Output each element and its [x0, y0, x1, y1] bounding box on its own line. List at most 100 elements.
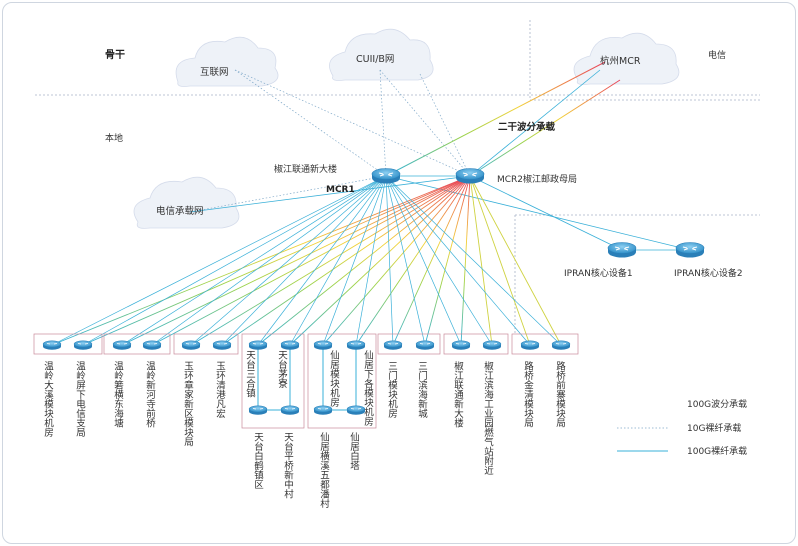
site-label-s17: 椒江联通新大楼 [452, 361, 463, 428]
links-10g [189, 69, 471, 213]
mcr2-label: MCR2椒江邮政母局 [497, 173, 577, 185]
site-router-s3[interactable] [112, 340, 132, 350]
link-fiber-site [121, 175, 387, 346]
router-ipran1[interactable] [607, 242, 637, 258]
site-router-s20[interactable] [551, 340, 571, 350]
site-router-s13[interactable] [313, 405, 333, 415]
link-fiber-site [385, 175, 562, 346]
link-wdm-site [469, 175, 531, 346]
legend-wdm-label: 100G波分承载 [687, 398, 747, 410]
site-label-s18: 椒江滨海工业园燃气站附近 [482, 361, 493, 475]
link-wdm-site [257, 175, 471, 346]
site-router-s19[interactable] [520, 340, 540, 350]
link-fiber-site [51, 175, 387, 346]
site-groups [33, 333, 579, 429]
cloud-telecom-bearer [133, 176, 240, 229]
site-router-s8[interactable] [280, 340, 300, 350]
site-router-s9[interactable] [248, 405, 268, 415]
site-label-s16: 三门滨海新城 [416, 361, 427, 418]
link-wdm-site [190, 175, 471, 346]
link-wdm-site [424, 175, 471, 346]
site-router-s6[interactable] [212, 340, 232, 350]
site-label-s10: 天台平桥新中村 [282, 432, 293, 499]
site-label-s6: 玉环清港凡宏 [214, 361, 225, 418]
cloud-cuii [329, 28, 434, 81]
site-label-s4: 温岭新河寺前桥 [144, 361, 155, 428]
link-wdm-site [151, 175, 471, 346]
legend-fiber100-label: 100G裸纤承载 [687, 445, 747, 457]
router-mcr1[interactable] [371, 168, 401, 184]
link-wdm-site [469, 175, 493, 346]
site-label-s3: 温岭箬横东海塘 [112, 361, 123, 428]
site-router-s17[interactable] [451, 340, 471, 350]
site-router-s1[interactable] [42, 340, 62, 350]
site-router-s15[interactable] [383, 340, 403, 350]
link-fiber-site [82, 175, 387, 346]
router-mcr2[interactable] [455, 168, 485, 184]
site-router-s5[interactable] [181, 340, 201, 350]
link-fiber-site [151, 175, 387, 346]
site-label-s12: 仙居下各模块机房 [362, 350, 373, 426]
link-wdm-site [221, 175, 471, 346]
site-router-s12[interactable] [346, 340, 366, 350]
site-label-s14: 仙居白塔 [348, 432, 359, 470]
site-label-s13: 仙居横溪五都潘村 [318, 432, 329, 508]
trunk-wdm-label: 二干波分承载 [498, 121, 556, 133]
ipran2-label: IPRAN核心设备2 [674, 267, 743, 279]
link-fiber-site [355, 175, 387, 346]
site-label-s1: 温岭大溪模块机房 [42, 361, 53, 437]
link-wdm-site [355, 175, 471, 346]
site-router-s11[interactable] [313, 340, 333, 350]
link-fiber-site [385, 175, 493, 346]
links-core-100g [189, 69, 691, 251]
region-telecom-label: 电信 [708, 49, 726, 61]
link-trunk-wdm-2 [469, 79, 621, 177]
cloud-hangzhou-label: 杭州MCR [600, 55, 641, 67]
links-access [51, 175, 562, 346]
site-label-s2: 温岭屏下电信支局 [74, 361, 85, 437]
site-label-s9: 天台白鹤镇区 [252, 432, 263, 489]
router-ipran2[interactable] [675, 242, 705, 258]
cloud-cuii-label: CUII/B网 [356, 54, 394, 65]
link-fiber-site [221, 175, 387, 346]
link-wdm-site [460, 175, 471, 346]
link-wdm-site [469, 175, 562, 346]
site-router-s18[interactable] [482, 340, 502, 350]
link-wdm-site [51, 175, 471, 346]
site-router-s7[interactable] [248, 340, 268, 350]
cloud-internet-label: 互联网 [200, 67, 229, 78]
mcr1-site-label: 椒江联通新大楼 [274, 163, 337, 175]
legend-fiber10-label: 10G裸纤承载 [687, 422, 741, 434]
link-fiber-site [289, 175, 387, 346]
link-fiber-site [385, 175, 394, 346]
site-label-s20: 路桥前寨模块局 [554, 361, 565, 428]
region-backbone-label: 骨干 [105, 49, 125, 61]
link-fiber-site [385, 175, 531, 346]
ring-links [257, 345, 357, 411]
cloud-hangzhou-mcr [573, 32, 680, 85]
link-wdm-site [121, 175, 471, 346]
link-fiber-site [257, 175, 387, 346]
site-router-s16[interactable] [415, 340, 435, 350]
site-label-s19: 路桥金清模块局 [522, 361, 533, 428]
link-fiber-site [385, 175, 462, 346]
cloud-internet [175, 36, 279, 87]
site-label-s11: 仙居模块机房 [328, 350, 339, 407]
site-router-s2[interactable] [73, 340, 93, 350]
site-router-s4[interactable] [142, 340, 162, 350]
site-label-s8: 天台茅寮 [276, 350, 287, 388]
link-trunk-wdm-1 [385, 61, 606, 177]
link-fiber-site [322, 175, 387, 346]
site-label-s15: 三门模块机房 [386, 361, 397, 418]
link-fiber-site [385, 175, 426, 346]
link-fiber-site [190, 175, 387, 346]
link-wdm-site [289, 175, 471, 346]
link-wdm-site [322, 175, 471, 346]
mcr1-label: MCR1 [326, 185, 355, 195]
site-label-s5: 玉环章家新区模块局 [182, 361, 193, 447]
link-wdm-site [392, 175, 471, 346]
cloud-telecom-bearer-label: 电信承载网 [156, 205, 204, 217]
site-router-s10[interactable] [280, 405, 300, 415]
legend: 100G波分承载 10G裸纤承载 100G裸纤承载 [617, 398, 747, 457]
